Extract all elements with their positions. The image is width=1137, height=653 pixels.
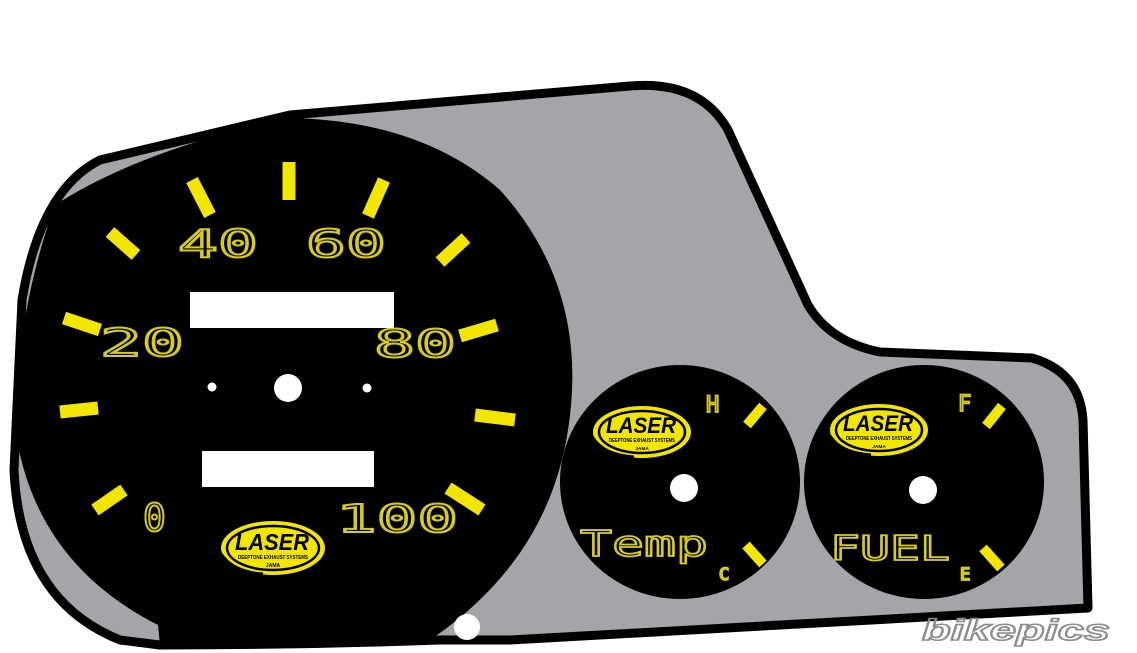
speed-tick: [91, 484, 128, 516]
odometer-window: [190, 292, 394, 328]
temp-low-mark: C: [719, 565, 729, 585]
fuel-gauge-title: FUEL: [830, 529, 950, 569]
speed-tick: [105, 227, 141, 260]
fuel-logo-brand: LASER: [843, 411, 913, 436]
temp-logo-tagline: DEEPTONE EXHAUST SYSTEMS: [609, 438, 675, 444]
needle-pivot-icon: [670, 474, 698, 502]
laser-logo-icon: LASER DEEPTONE EXHAUST SYSTEMS JAMA: [828, 404, 928, 457]
fuel-tick-full: [982, 402, 1006, 430]
speed-tick: [474, 408, 516, 427]
speed-tick: [186, 177, 216, 218]
speed-label-0: 0: [143, 496, 166, 540]
bikepics-watermark: bikepics: [922, 614, 1110, 647]
fuel-logo-mark: JAMA: [872, 444, 886, 450]
speed-label-60: 60: [306, 222, 386, 266]
laser-logo-icon: LASER DEEPTONE EXHAUST SYSTEMS JAMA: [219, 521, 325, 576]
fuel-tick-empty: [979, 544, 1005, 572]
fuel-logo-tagline: DEEPTONE EXHAUST SYSTEMS: [846, 436, 912, 442]
temp-gauge-ticks: [742, 402, 767, 568]
mounting-hole-icon: [454, 614, 480, 640]
fuel-empty-mark: E: [960, 565, 970, 585]
speed-tick: [61, 311, 103, 337]
temp-tick-high: [743, 402, 767, 429]
temp-logo-mark: JAMA: [635, 446, 649, 452]
speed-tick: [59, 401, 99, 419]
speedo-logo-mark: JAMA: [266, 563, 281, 569]
speed-label-20: 20: [100, 321, 184, 365]
temp-logo-brand: LASER: [606, 413, 676, 438]
fuel-full-mark: F: [958, 392, 971, 417]
temp-gauge-title: Temp: [580, 524, 708, 565]
speedometer-scale: 0 20 40 60 80 100: [99, 221, 459, 542]
laser-logo-icon: LASER DEEPTONE EXHAUST SYSTEMS JAMA: [591, 406, 691, 459]
speed-label-40: 40: [178, 222, 258, 266]
mounting-hole-icon: [362, 383, 372, 393]
fuel-gauge-ticks: [979, 402, 1006, 572]
speed-tick: [362, 177, 390, 219]
trip-meter-window: [202, 451, 374, 487]
temp-tick-low: [742, 541, 767, 568]
speed-label-80: 80: [374, 322, 456, 366]
needle-pivot-icon: [274, 374, 302, 402]
needle-pivot-icon: [909, 476, 937, 504]
speed-tick: [435, 233, 471, 267]
temp-high-mark: H: [706, 393, 719, 418]
speedo-logo-brand: LASER: [235, 529, 309, 555]
speed-tick: [444, 482, 486, 516]
speed-label-100: 100: [336, 497, 458, 541]
speedometer-ticks: [59, 162, 516, 516]
speedo-logo-tagline: DEEPTONE EXHAUST SYSTEMS: [238, 555, 308, 561]
mounting-hole-icon: [207, 382, 217, 392]
speed-tick: [458, 318, 499, 343]
